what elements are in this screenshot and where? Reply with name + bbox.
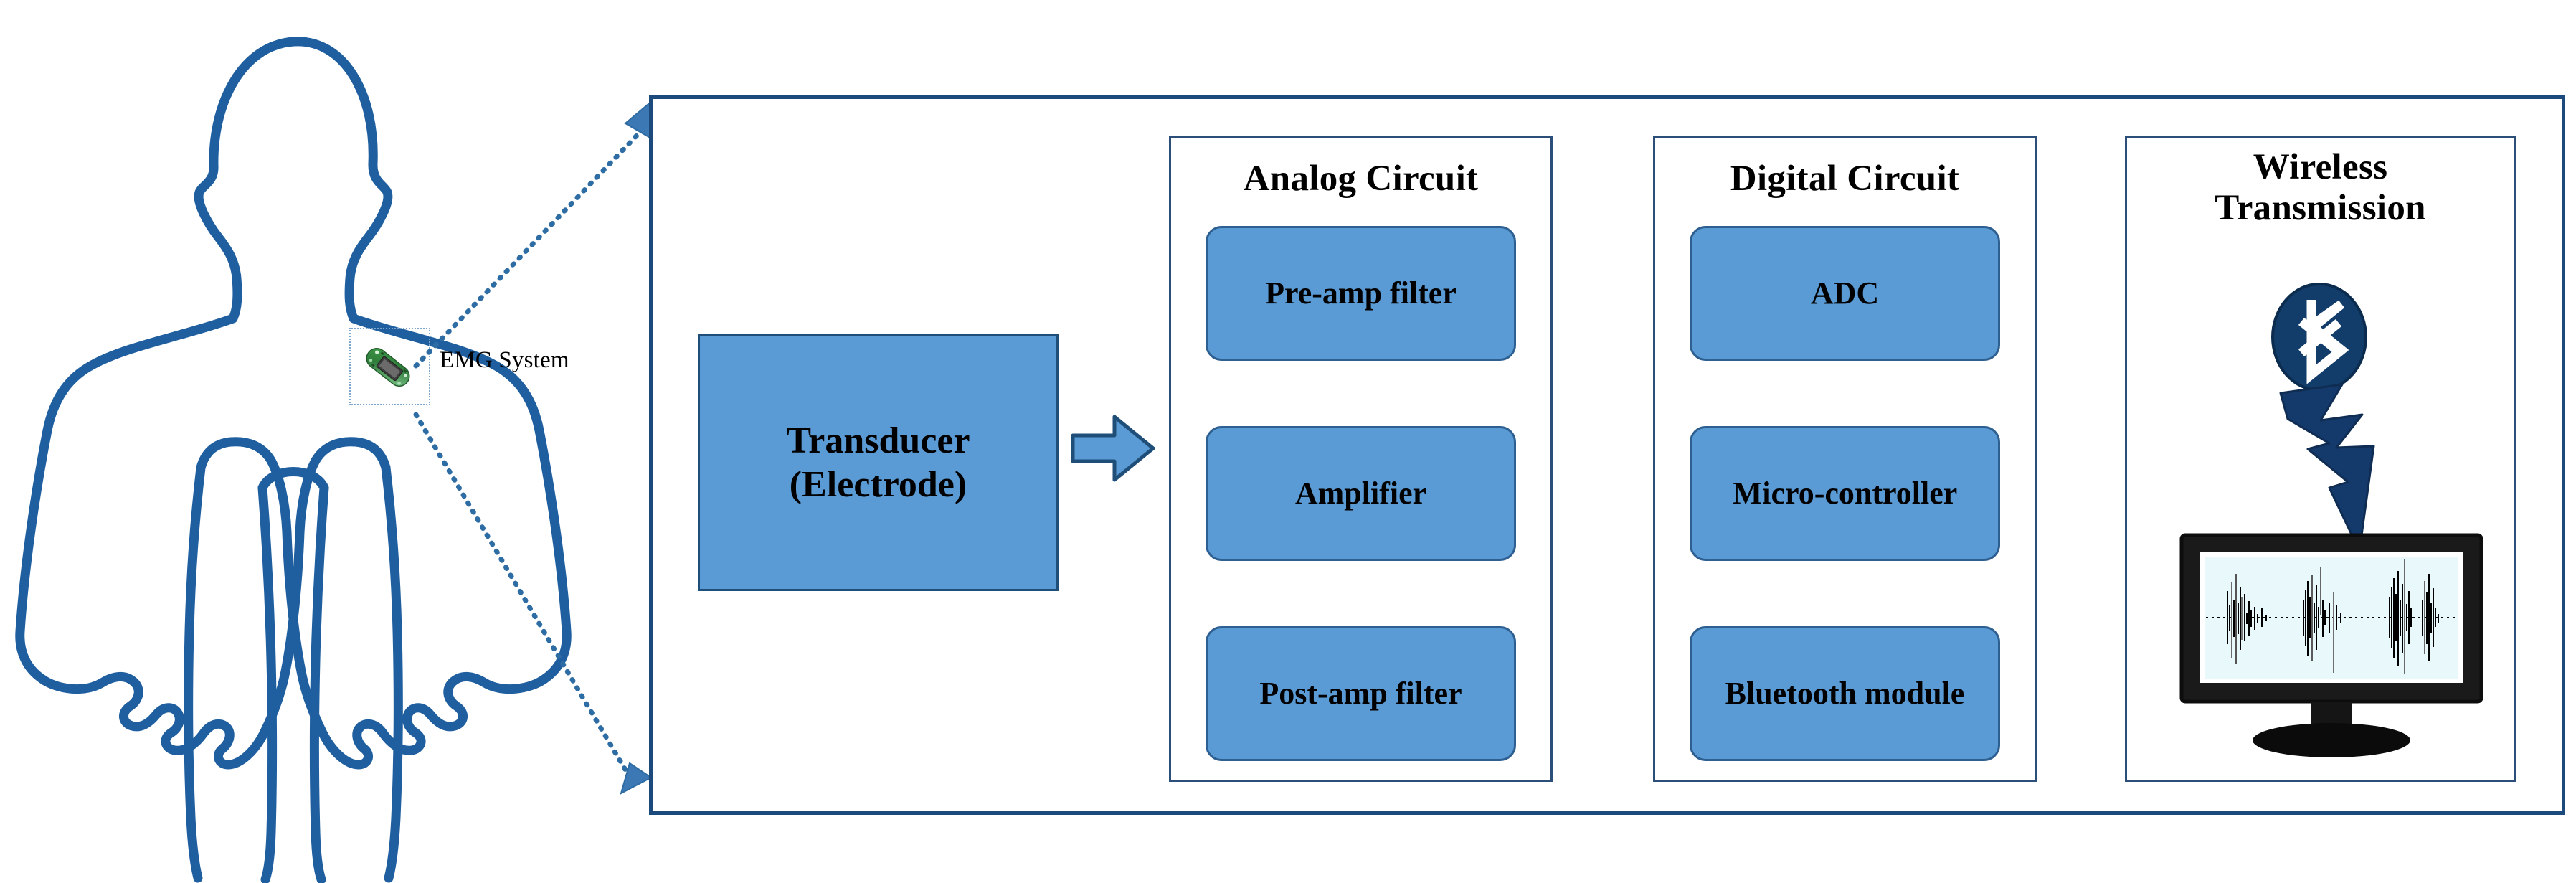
transducer-label-line1: Transducer xyxy=(786,420,970,461)
upper-callout-connector xyxy=(413,98,654,369)
panel-items-digital: ADC Micro-controller Bluetooth module xyxy=(1655,226,2035,761)
right-block-arrow-icon xyxy=(1071,415,1155,482)
chip-bluetooth-module[interactable]: Bluetooth module xyxy=(1690,626,2000,761)
panel-digital-circuit: Digital Circuit ADC Micro-controller Blu… xyxy=(1653,136,2037,782)
panel-items-analog: Pre-amp filter Amplifier Post-amp filter xyxy=(1171,226,1550,761)
chip-pre-amp-filter[interactable]: Pre-amp filter xyxy=(1206,226,1516,361)
emg-system-label: EMG System xyxy=(440,347,569,373)
transducer-label-line2: (Electrode) xyxy=(789,464,967,505)
lower-callout-connector xyxy=(413,412,653,795)
emg-sensor-pcb-icon xyxy=(366,347,410,387)
panel-title-wireless-line2: Transmission xyxy=(2215,188,2426,229)
panel-title-digital: Digital Circuit xyxy=(1730,159,1960,199)
transducer-block[interactable]: Transducer (Electrode) xyxy=(698,334,1059,591)
chip-amplifier[interactable]: Amplifier xyxy=(1206,426,1516,561)
panel-title-analog: Analog Circuit xyxy=(1243,159,1479,199)
emg-sensor-selection-box xyxy=(349,328,430,405)
panel-analog-circuit: Analog Circuit Pre-amp filter Amplifier … xyxy=(1169,136,1553,782)
chip-adc[interactable]: ADC xyxy=(1690,226,2000,361)
chip-post-amp-filter[interactable]: Post-amp filter xyxy=(1206,626,1516,761)
bluetooth-icon xyxy=(2271,283,2367,392)
panel-title-wireless-line1: Wireless xyxy=(2253,147,2388,187)
chip-microcontroller[interactable]: Micro-controller xyxy=(1690,426,2000,561)
panel-title-wireless: Wireless Transmission xyxy=(2127,147,2514,229)
human-body-silhouette xyxy=(15,37,572,883)
monitor-display-icon xyxy=(2179,533,2483,757)
